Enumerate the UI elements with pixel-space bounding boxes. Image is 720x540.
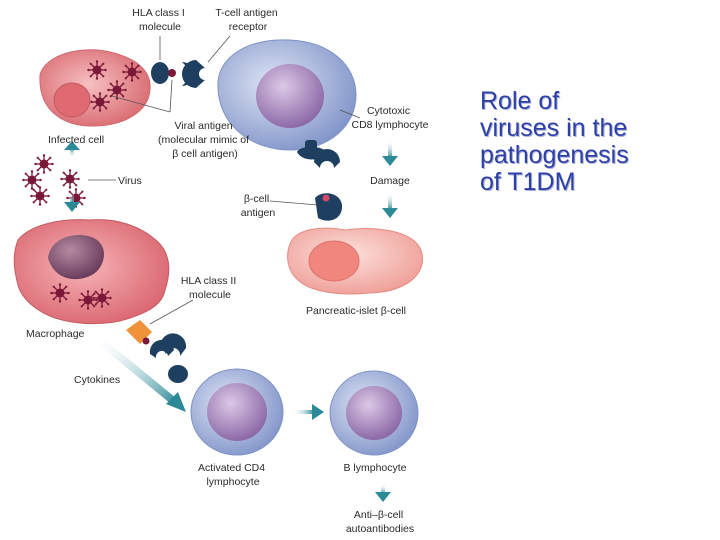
cytotoxic-cd8-lymphocyte: [217, 39, 357, 154]
label-b-lymphocyte: B lymphocyte: [343, 462, 406, 474]
pancreatic-islet-beta-cell: [287, 227, 423, 295]
leader-lines: [88, 35, 361, 325]
virus-particles-free: [21, 153, 87, 209]
hla-class-1-molecule: [151, 62, 176, 84]
label-cytotoxic-cd8: Cytotoxic CD8 lymphocyte: [351, 105, 428, 131]
label-beta-cell-antigen: β-cell antigen: [241, 193, 276, 219]
label-hla-class-2: HLA class II molecule: [181, 275, 239, 301]
title-line: of T1DM: [480, 168, 576, 196]
slide-title: Role of viruses in the pathogenesis of T…: [480, 88, 710, 196]
activated-cd4-lymphocyte: [190, 368, 284, 456]
label-t-cell-antigen-receptor: T-cell antigen receptor: [215, 7, 280, 33]
macrophage: [13, 219, 170, 325]
arrows: [64, 140, 398, 502]
label-cytokines: Cytokines: [74, 374, 120, 386]
infected-cell: [39, 49, 151, 127]
label-macrophage: Macrophage: [26, 328, 85, 340]
b-lymphocyte: [329, 370, 419, 456]
label-activated-cd4: Activated CD4 lymphocyte: [198, 462, 268, 488]
cd8-receptor-complex: [297, 146, 340, 168]
title-line: viruses in the: [480, 114, 628, 142]
label-autoantibodies: Anti–β-cell autoantibodies: [346, 509, 414, 535]
t-cell-antigen-receptor: [182, 60, 205, 88]
label-hla-class-1: HLA class I molecule: [132, 7, 187, 33]
cd4-receptor-complex: [149, 333, 188, 383]
label-viral-antigen: Viral antigen (molecular mimic of β cell…: [158, 120, 252, 160]
label-virus: Virus: [118, 175, 142, 187]
hla-class-2-molecule: [126, 320, 152, 345]
label-infected-cell: Infected cell: [48, 134, 104, 146]
label-damage: Damage: [370, 175, 410, 187]
beta-cell-antigen: [269, 193, 343, 221]
title-line: pathogenesis: [480, 141, 629, 169]
title-line: Role of: [480, 87, 560, 115]
label-pancreatic-islet-beta-cell: Pancreatic-islet β-cell: [306, 305, 406, 317]
